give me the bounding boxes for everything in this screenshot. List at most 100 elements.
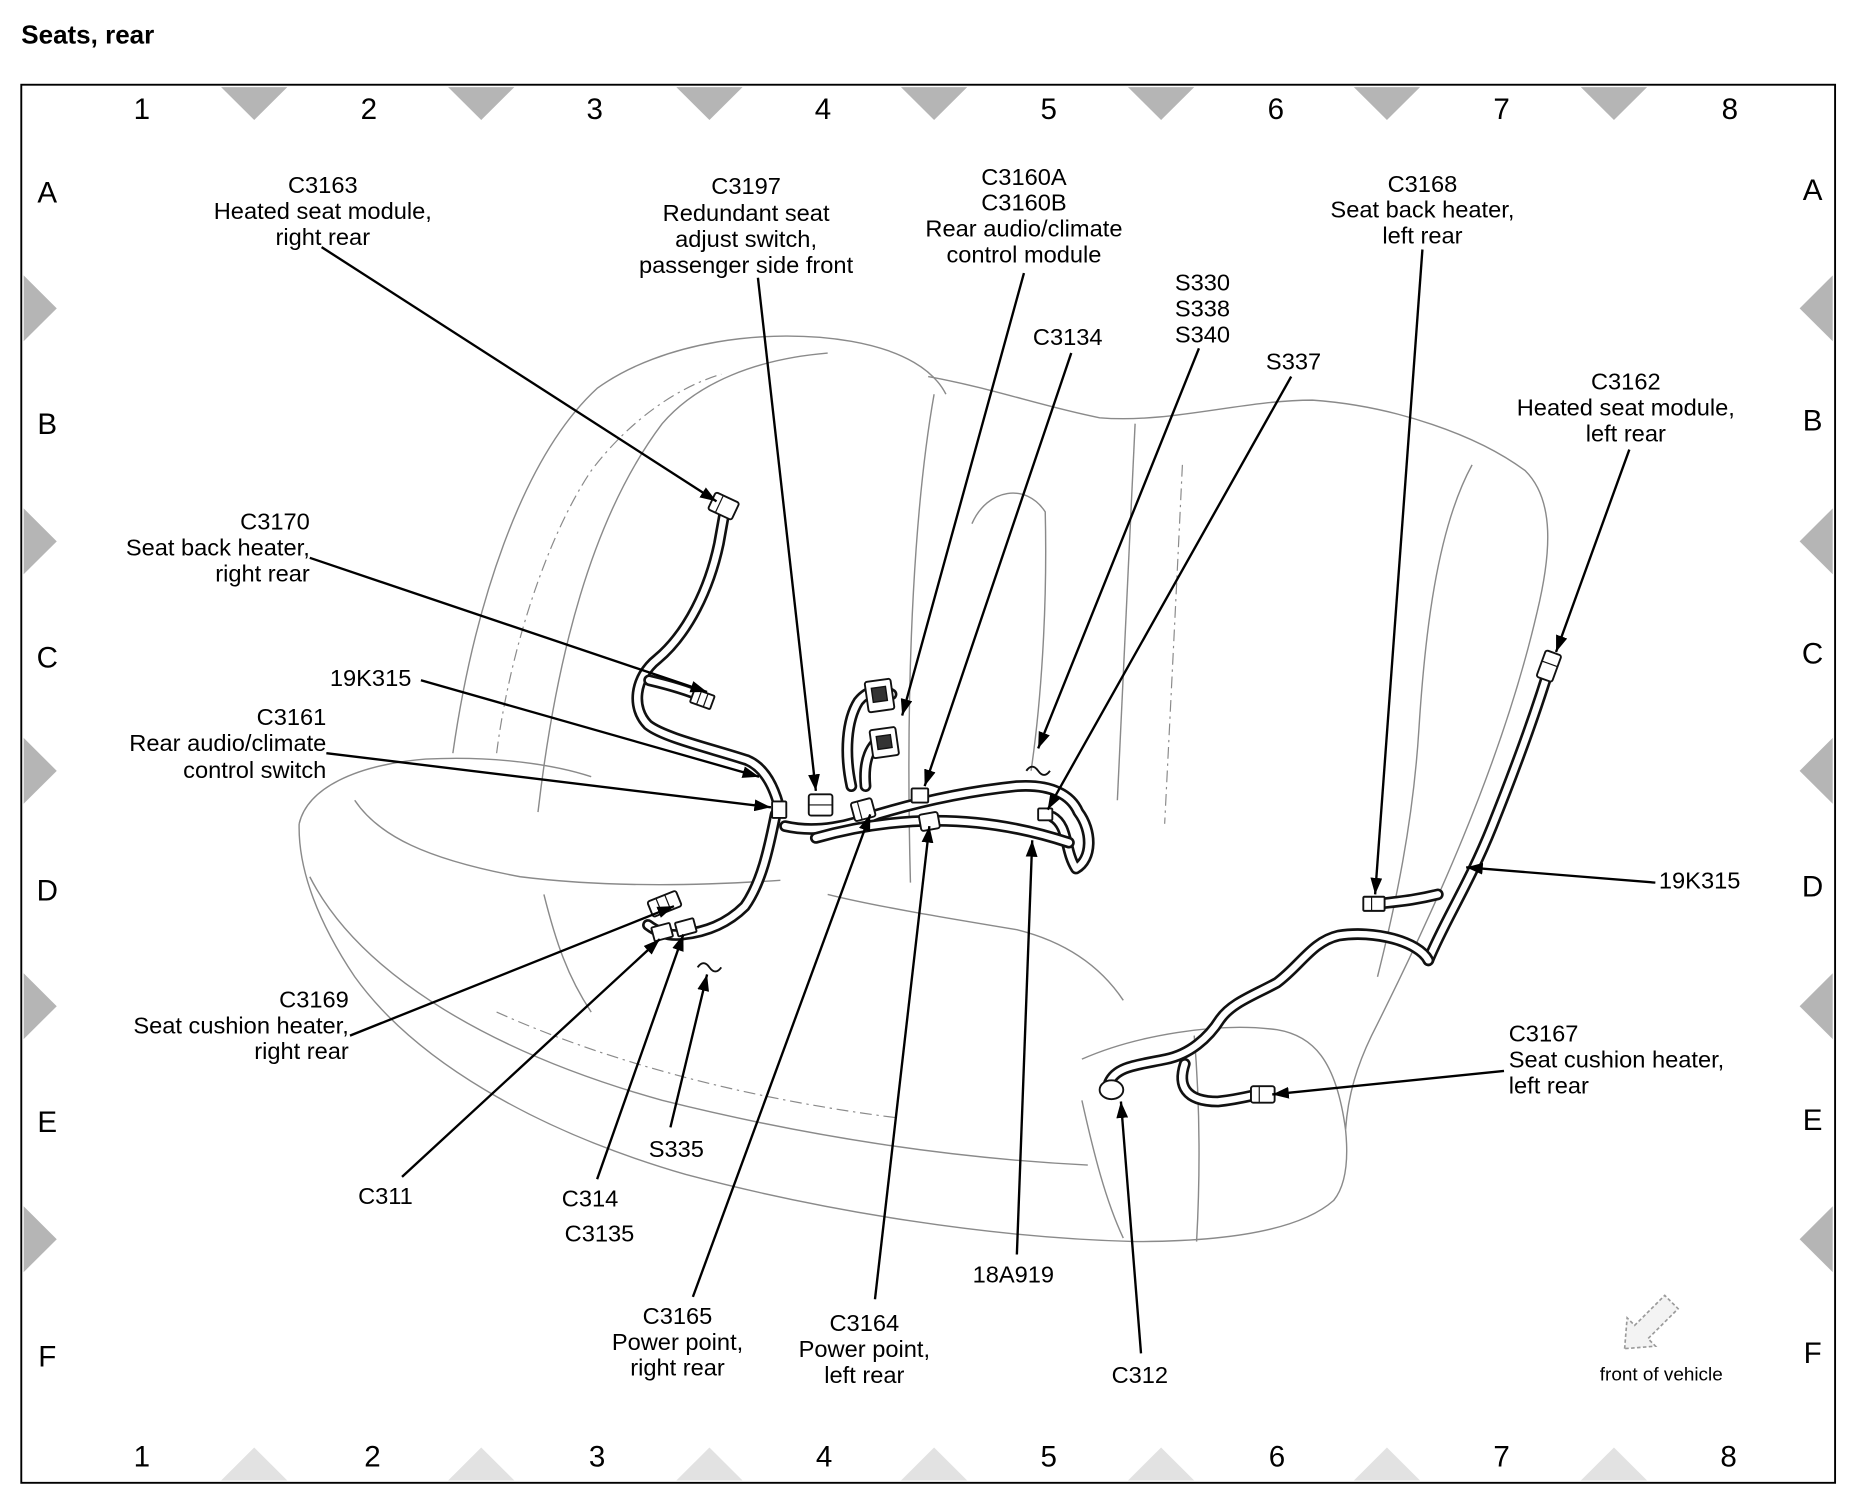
connector-c3160a bbox=[863, 677, 896, 714]
grid-marker bbox=[23, 508, 57, 575]
grid-marker bbox=[23, 973, 57, 1040]
callout-id: C3160B bbox=[981, 190, 1066, 216]
grid-marker bbox=[1799, 275, 1833, 342]
callout-desc: Seat cushion heater, bbox=[133, 1012, 348, 1038]
front-of-vehicle-label: front of vehicle bbox=[1600, 1363, 1723, 1384]
wire-break-symbol bbox=[1025, 765, 1051, 776]
row-letter: D bbox=[1802, 871, 1823, 904]
front-of-vehicle-indicator: front of vehicle bbox=[1600, 1294, 1723, 1384]
callout-c3167: C3167 Seat cushion heater, left rear bbox=[1509, 1021, 1724, 1099]
callout-desc: Rear audio/climate bbox=[925, 216, 1122, 242]
row-letter: F bbox=[38, 1340, 56, 1373]
leader-c3165 bbox=[691, 813, 872, 1298]
connector-c3169 bbox=[646, 890, 683, 918]
callout-id: C312 bbox=[1112, 1362, 1169, 1388]
callout-desc: Power point, bbox=[612, 1329, 743, 1355]
leader-c3160 bbox=[900, 272, 1026, 716]
connector-c3163 bbox=[707, 491, 740, 521]
leader-c314 bbox=[595, 934, 685, 1180]
row-letter: A bbox=[1803, 174, 1823, 207]
grid-marker bbox=[900, 87, 968, 121]
callout-desc: left rear bbox=[1509, 1072, 1589, 1098]
callout-id: C3164 bbox=[830, 1310, 900, 1336]
center-armrest-panel bbox=[971, 492, 1047, 771]
column-number: 2 bbox=[364, 1440, 380, 1473]
callout-c3160: C3160A C3160B Rear audio/climate control… bbox=[925, 164, 1122, 268]
grid-marker bbox=[1799, 973, 1833, 1040]
diagram-frame bbox=[20, 83, 1837, 1484]
leader-19k315-right bbox=[1466, 862, 1656, 884]
connector-c312 bbox=[1098, 1079, 1125, 1101]
callout-id: C3169 bbox=[279, 986, 349, 1012]
callout-id: C3165 bbox=[643, 1303, 713, 1329]
leader-18a919 bbox=[1015, 840, 1038, 1255]
callout-id: C3160A bbox=[981, 164, 1067, 190]
cushion-right-top bbox=[1081, 1026, 1347, 1130]
row-letters-right: A B C D E F bbox=[1802, 174, 1823, 1370]
column-number: 5 bbox=[1041, 1440, 1057, 1473]
callout-desc: Seat back heater, bbox=[126, 535, 310, 561]
row-letter: F bbox=[1804, 1337, 1822, 1370]
callout-id: C3163 bbox=[288, 172, 358, 198]
grid-marker bbox=[676, 87, 743, 121]
row-letter: D bbox=[37, 874, 58, 907]
callout-desc: passenger side front bbox=[639, 252, 854, 278]
row-letter: B bbox=[1803, 405, 1823, 438]
column-number: 5 bbox=[1041, 93, 1057, 126]
connector-c3197 bbox=[807, 793, 834, 817]
cushion-left-inner bbox=[354, 799, 781, 886]
callout-desc: Heated seat module, bbox=[214, 198, 432, 224]
grid-marker bbox=[1353, 1447, 1421, 1481]
leader-c312 bbox=[1116, 1101, 1143, 1354]
grid-markers-left bbox=[23, 275, 57, 1273]
grid-marker bbox=[23, 275, 57, 342]
callout-s335: S335 bbox=[649, 1136, 704, 1162]
callout-id: C314 bbox=[562, 1185, 619, 1211]
callout-id: S338 bbox=[1175, 296, 1230, 322]
connector-c3160b bbox=[868, 726, 900, 760]
callout-desc: left rear bbox=[1382, 223, 1462, 249]
grid-marker bbox=[900, 1447, 968, 1481]
harness-segment bbox=[648, 814, 776, 935]
column-numbers-bottom: 1 2 3 4 5 6 7 8 bbox=[134, 1440, 1737, 1473]
column-number: 7 bbox=[1493, 93, 1509, 126]
callout-c3164: C3164 Power point, left rear bbox=[799, 1310, 930, 1388]
callout-desc: Redundant seat bbox=[663, 200, 830, 226]
column-numbers-top: 1 2 3 4 5 6 7 8 bbox=[134, 93, 1738, 126]
cushion-left-seam bbox=[543, 894, 592, 1013]
callout-id: C3168 bbox=[1388, 171, 1458, 197]
connector-c3161 bbox=[771, 800, 788, 819]
cushion-center-contour bbox=[827, 893, 1124, 1001]
grid-markers-right bbox=[1799, 275, 1833, 1273]
leader-c3164 bbox=[873, 826, 934, 1300]
callout-c312: C312 bbox=[1112, 1362, 1169, 1388]
grid-marker bbox=[1128, 87, 1195, 121]
cushion-right-seam bbox=[1193, 1035, 1200, 1242]
row-letter: A bbox=[37, 176, 57, 209]
callout-desc: Rear audio/climate bbox=[129, 730, 326, 756]
callout-id: C3170 bbox=[240, 509, 310, 535]
leader-c3161 bbox=[326, 752, 772, 812]
column-number: 3 bbox=[589, 1440, 605, 1473]
column-number: 4 bbox=[815, 93, 831, 126]
connector-c3165 bbox=[850, 797, 877, 822]
callout-id: C3161 bbox=[257, 704, 327, 730]
callout-19k315-right: 19K315 bbox=[1659, 868, 1740, 894]
grid-marker bbox=[23, 1206, 57, 1273]
callout-c3168: C3168 Seat back heater, left rear bbox=[1330, 171, 1514, 249]
leader-19k315-left bbox=[420, 679, 760, 778]
callout-c3170: C3170 Seat back heater, right rear bbox=[126, 509, 310, 587]
leader-s330 bbox=[1037, 347, 1201, 749]
row-letters-left: A B C D E F bbox=[37, 176, 58, 1373]
callout-c311: C311 bbox=[358, 1183, 413, 1209]
callout-id: C3197 bbox=[711, 173, 781, 199]
callout-c3165: C3165 Power point, right rear bbox=[612, 1303, 743, 1381]
grid-marker bbox=[221, 87, 288, 121]
callout-desc: Seat cushion heater, bbox=[1509, 1046, 1724, 1072]
callout-desc: adjust switch, bbox=[675, 226, 817, 252]
callout-desc: right rear bbox=[215, 560, 310, 586]
grid-marker bbox=[448, 87, 515, 121]
callout-c3197: C3197 Redundant seat adjust switch, pass… bbox=[639, 173, 854, 278]
callout-id: 19K315 bbox=[330, 665, 411, 691]
callout-id: C311 bbox=[358, 1183, 413, 1209]
